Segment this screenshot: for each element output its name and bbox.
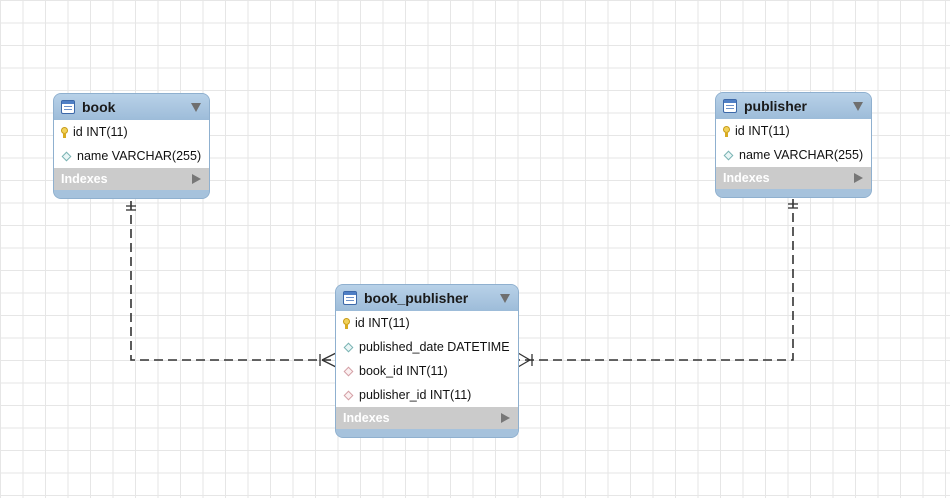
table-footer <box>54 190 209 198</box>
column-label: published_date DATETIME <box>359 340 510 354</box>
table-publisher[interactable]: publisher id INT(11) name VARCHAR(255) I… <box>716 93 871 197</box>
one-mark-publisher <box>788 203 798 209</box>
column-row[interactable]: id INT(11) <box>336 311 518 335</box>
indexes-label: Indexes <box>343 411 390 425</box>
indexes-section[interactable]: Indexes <box>336 407 518 429</box>
one-mark-book <box>126 205 136 211</box>
collapse-caret-icon[interactable] <box>191 102 201 112</box>
indexes-label: Indexes <box>723 171 770 185</box>
table-name: book <box>82 99 116 115</box>
table-name: book_publisher <box>364 290 469 306</box>
column-row[interactable]: id INT(11) <box>54 120 209 144</box>
foreign-key-diamond-icon <box>343 366 354 376</box>
column-label: id INT(11) <box>355 316 410 330</box>
column-label: name VARCHAR(255) <box>77 149 202 163</box>
table-footer <box>716 189 871 197</box>
indexes-section[interactable]: Indexes <box>716 167 871 189</box>
column-row[interactable]: name VARCHAR(255) <box>716 143 871 167</box>
table-footer <box>336 429 518 437</box>
table-book-publisher[interactable]: book_publisher id INT(11) published_date… <box>336 285 518 437</box>
collapse-caret-icon[interactable] <box>500 293 510 303</box>
column-diamond-icon <box>343 342 354 352</box>
column-row[interactable]: published_date DATETIME <box>336 335 518 359</box>
column-label: book_id INT(11) <box>359 364 448 378</box>
table-icon <box>723 99 737 113</box>
expand-arrow-icon[interactable] <box>192 174 201 184</box>
expand-arrow-icon[interactable] <box>501 413 510 423</box>
primary-key-icon <box>61 127 68 138</box>
collapse-caret-icon[interactable] <box>853 101 863 111</box>
indexes-section[interactable]: Indexes <box>54 168 209 190</box>
column-row[interactable]: id INT(11) <box>716 119 871 143</box>
expand-arrow-icon[interactable] <box>854 173 863 183</box>
column-label: id INT(11) <box>73 125 128 139</box>
many-mark-book-publisher-right <box>517 352 533 368</box>
many-mark-book-publisher-left <box>319 352 337 368</box>
column-row[interactable]: publisher_id INT(11) <box>336 383 518 407</box>
table-icon <box>343 291 357 305</box>
foreign-key-diamond-icon <box>343 390 354 400</box>
primary-key-icon <box>343 318 350 329</box>
indexes-label: Indexes <box>61 172 108 186</box>
table-name: publisher <box>744 98 808 114</box>
column-label: publisher_id INT(11) <box>359 388 472 402</box>
column-diamond-icon <box>723 150 734 160</box>
table-header[interactable]: book <box>54 94 209 120</box>
column-label: id INT(11) <box>735 124 790 138</box>
table-icon <box>61 100 75 114</box>
relationship-publisher-to-book-publisher[interactable] <box>518 199 794 361</box>
relationship-book-to-book-publisher[interactable] <box>130 201 336 361</box>
column-row[interactable]: book_id INT(11) <box>336 359 518 383</box>
column-row[interactable]: name VARCHAR(255) <box>54 144 209 168</box>
table-header[interactable]: publisher <box>716 93 871 119</box>
column-diamond-icon <box>61 151 72 161</box>
table-book[interactable]: book id INT(11) name VARCHAR(255) Indexe… <box>54 94 209 198</box>
column-label: name VARCHAR(255) <box>739 148 864 162</box>
primary-key-icon <box>723 126 730 137</box>
table-header[interactable]: book_publisher <box>336 285 518 311</box>
